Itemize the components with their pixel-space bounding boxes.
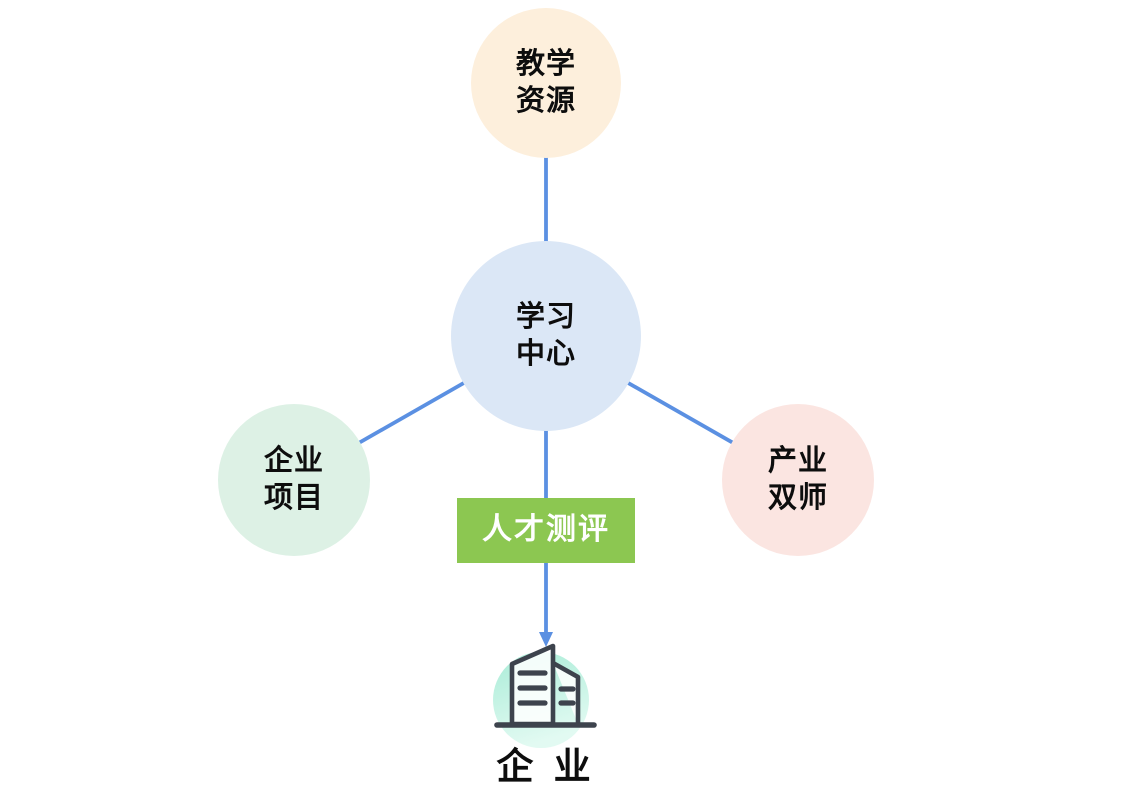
node-label-learning-center: 学习 中心 [515, 300, 576, 370]
building-left-outline [509, 643, 556, 727]
node-circle-learning-center [451, 241, 641, 431]
building-right-outline [550, 660, 581, 727]
node-label-industry-dual-teachers: 产业 双师 [767, 444, 828, 514]
building-icon [494, 643, 597, 728]
node-label-teaching-resources: 教学 资源 [515, 47, 576, 117]
talent-assessment-label: 人才测评 [482, 513, 610, 547]
node-circle-teaching-resources [471, 8, 621, 158]
node-circle-industry-dual-teachers [722, 404, 874, 556]
enterprise-label: 企 业 [496, 746, 596, 788]
node-label-enterprise-projects: 企业 项目 [263, 444, 324, 514]
node-circle-enterprise-projects [218, 404, 370, 556]
talent-assessment-box [457, 498, 635, 563]
arrow-down-icon [539, 632, 553, 647]
